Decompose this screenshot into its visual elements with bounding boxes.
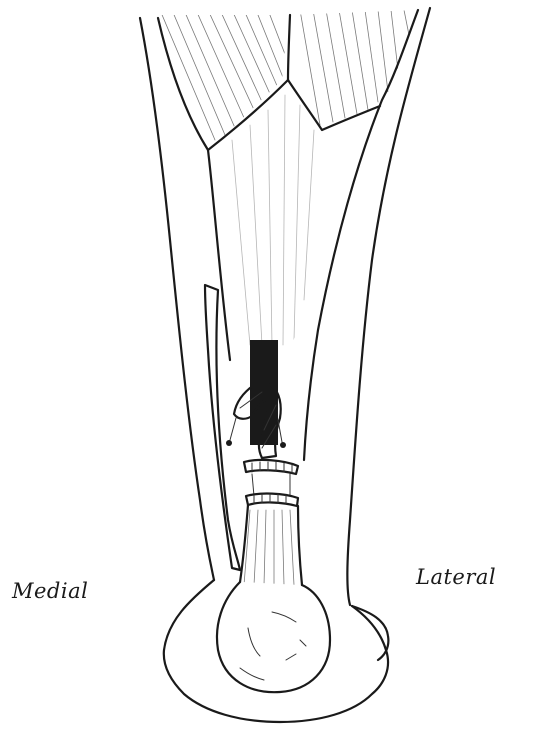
medial-head-lower-border bbox=[208, 80, 288, 150]
distal-achilles-tendon bbox=[240, 505, 302, 585]
lateral-label: Lateral bbox=[416, 565, 496, 589]
suture-right bbox=[278, 420, 282, 442]
medial-inner-contour bbox=[158, 18, 230, 360]
suture-left-knot bbox=[226, 440, 232, 446]
suture-left bbox=[230, 418, 236, 440]
lateral-inner-contour bbox=[304, 10, 418, 460]
heel-outline bbox=[164, 580, 388, 722]
plantaris-tendon bbox=[205, 285, 240, 570]
calcaneus-texture bbox=[240, 612, 306, 680]
lateral-head-lower-border bbox=[288, 80, 380, 130]
calcaneus bbox=[217, 582, 330, 692]
aponeurosis-fibers bbox=[232, 95, 314, 345]
lateral-leg-outline bbox=[347, 8, 430, 605]
medial-leg-outline bbox=[140, 18, 214, 580]
suture-right-knot bbox=[280, 442, 286, 448]
medial-label: Medial bbox=[12, 579, 88, 603]
lateral-malleolus-bump bbox=[352, 606, 388, 660]
gastrocnemius-lateral-head bbox=[300, 10, 410, 125]
muscle-head-divider bbox=[288, 15, 290, 80]
gap-suture-left bbox=[252, 474, 254, 496]
gastrocnemius-medial-head bbox=[160, 10, 288, 140]
